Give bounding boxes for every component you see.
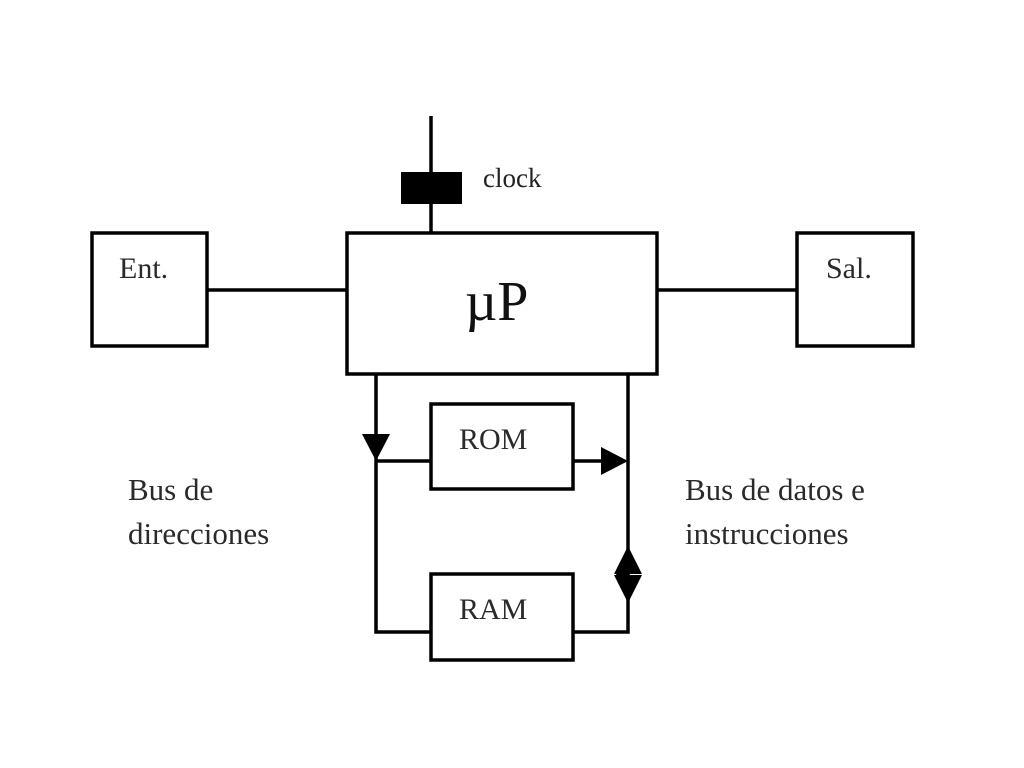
processor-box (345, 231, 659, 376)
output-label: Sal. (826, 252, 872, 285)
input-label: Ent. (119, 252, 168, 285)
data-bus-label-line1: Bus de datos e (685, 472, 865, 507)
ram-box (429, 572, 575, 662)
rom-output-arrow (601, 447, 628, 475)
data-bus-label-line2: instrucciones (685, 516, 849, 551)
input-box (90, 231, 209, 348)
processor-label: µP (465, 271, 528, 333)
clock-label: clock (483, 163, 542, 193)
address-bus-arrow (362, 434, 390, 461)
rom-box (429, 402, 575, 491)
data-bus-arrow-up (614, 546, 642, 574)
clock-block (401, 172, 462, 204)
address-bus-line (374, 374, 431, 634)
address-bus-label-line1: Bus de (128, 472, 213, 507)
data-bus-line (573, 374, 630, 634)
output-box (795, 231, 915, 348)
rom-label: ROM (459, 423, 527, 456)
ram-label: RAM (459, 593, 527, 626)
data-bus-arrow-down (614, 575, 642, 603)
address-bus-label-line2: direcciones (128, 516, 269, 551)
